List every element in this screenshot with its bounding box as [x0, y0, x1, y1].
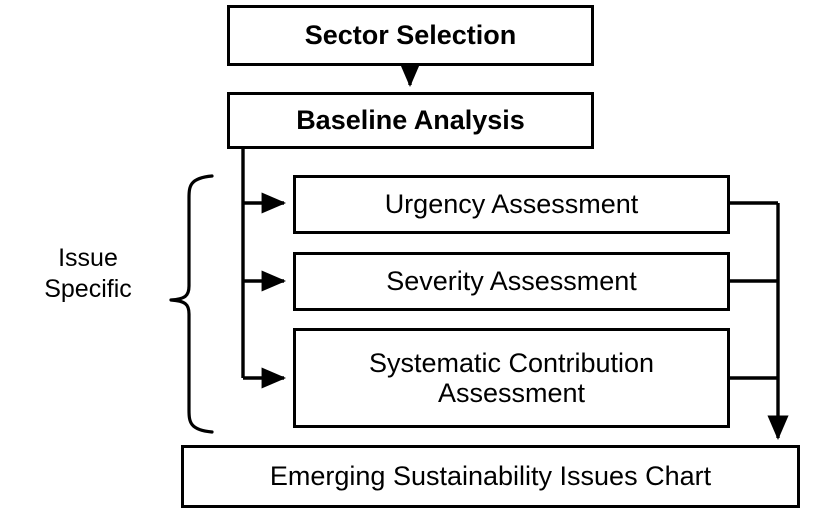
- node-urgency-assessment-label: Urgency Assessment: [384, 189, 639, 220]
- node-urgency-assessment[interactable]: Urgency Assessment: [293, 175, 730, 234]
- node-severity-assessment[interactable]: Severity Assessment: [293, 252, 730, 311]
- issue-specific-group-label-line1: Issue: [58, 244, 118, 272]
- node-severity-assessment-label: Severity Assessment: [386, 266, 637, 297]
- node-systematic-contribution-assessment-label-line1: Systematic Contribution: [368, 347, 655, 378]
- node-sector-selection-label: Sector Selection: [304, 20, 517, 51]
- node-systematic-contribution-assessment-label-line2: Assessment: [437, 378, 586, 408]
- node-baseline-analysis[interactable]: Baseline Analysis: [227, 92, 594, 149]
- issue-specific-group-label: Issue Specific: [22, 243, 154, 304]
- node-emerging-sustainability-issues-chart[interactable]: Emerging Sustainability Issues Chart: [181, 445, 800, 508]
- issue-specific-brace: [169, 174, 214, 434]
- node-sector-selection[interactable]: Sector Selection: [227, 5, 594, 66]
- node-systematic-contribution-assessment[interactable]: Systematic Contribution Assessment: [293, 328, 730, 428]
- node-baseline-analysis-label: Baseline Analysis: [296, 105, 525, 136]
- issue-specific-group-label-line2: Specific: [44, 274, 132, 303]
- node-emerging-sustainability-issues-chart-label: Emerging Sustainability Issues Chart: [269, 461, 712, 492]
